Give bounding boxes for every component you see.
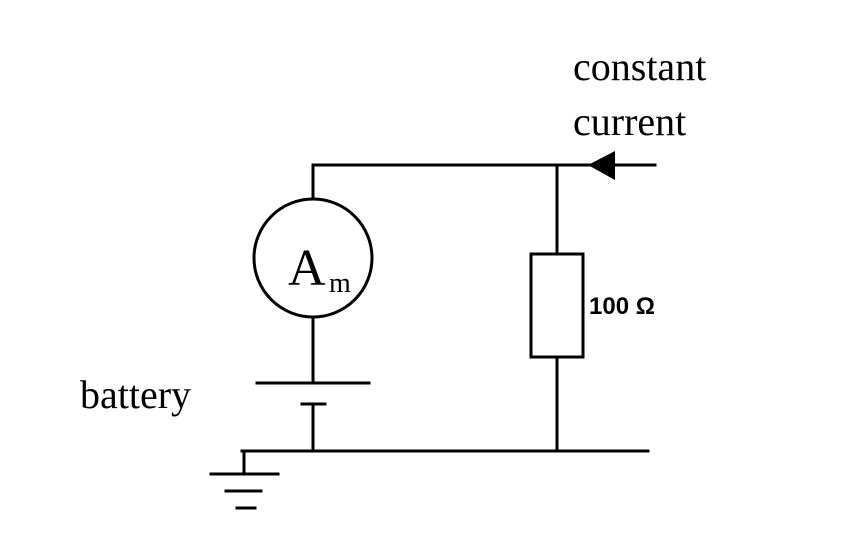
ammeter-label-main: A	[288, 240, 326, 297]
resistor	[529, 252, 585, 359]
resistor-value-label: 100 Ω	[589, 293, 655, 320]
ammeter-label-sub: m	[329, 268, 351, 299]
current-arrow-icon	[588, 151, 615, 180]
battery-label: battery	[80, 372, 191, 417]
source-label-line1: constant	[573, 44, 706, 89]
ammeter: A m	[252, 197, 374, 319]
source-label-line2: current	[573, 99, 686, 144]
battery-symbol	[255, 381, 371, 453]
ground-icon	[209, 449, 280, 510]
